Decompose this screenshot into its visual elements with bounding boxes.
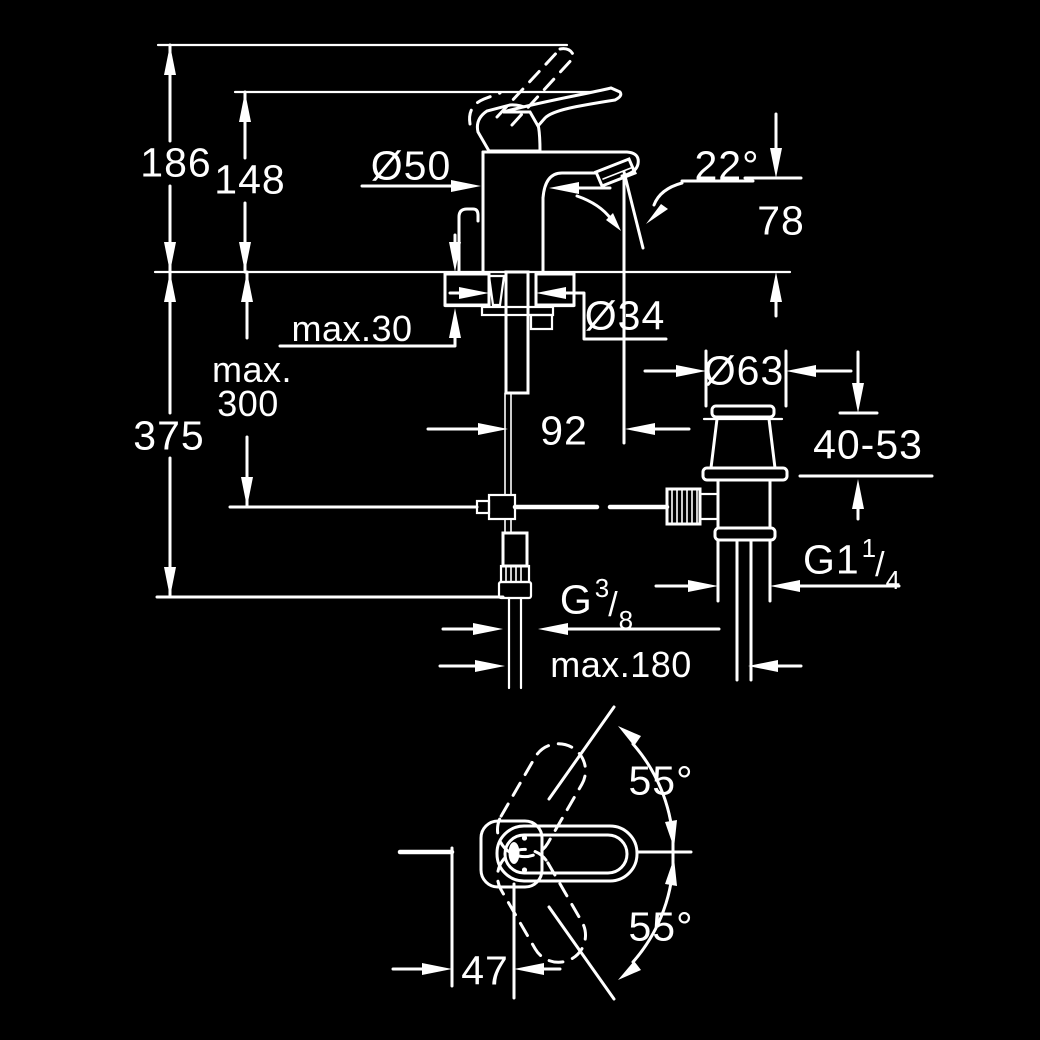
lever-swung-down-dashed [496, 847, 587, 964]
counter-hatch-right [534, 272, 576, 307]
dim-label-outlet-height: 78 [757, 197, 805, 244]
dim-label-body-diameter: Ø50 [370, 142, 452, 189]
dim-label-spout-reach: 92 [540, 407, 588, 454]
waste-thread-sub: 4 [885, 564, 902, 595]
dim-label-total-height: 186 [140, 139, 212, 186]
dim-label-swing-lower: 55° [628, 903, 694, 950]
faucet-body [481, 150, 640, 274]
pull-rod [457, 207, 480, 274]
dim-label-supply-thread: G3/8 [559, 575, 634, 633]
dim-label-depth-word: max. [211, 349, 293, 390]
dim-label-spout-angle: 22° [694, 142, 760, 189]
waste-thread-base: G1 [802, 536, 860, 583]
dim-label-max-projection: max.180 [550, 644, 692, 685]
supply-pipe [507, 596, 523, 690]
mounting-assembly [475, 270, 555, 690]
lever-handle [475, 86, 623, 153]
dim-label-waste-adjust-range: 40-53 [813, 421, 923, 468]
dim-label-depth-value: 300 [217, 383, 279, 424]
dimension-lines [155, 43, 934, 672]
top-view [391, 705, 693, 1001]
dim-label-waste-flange-diameter: Ø63 [703, 347, 785, 394]
counter-hatch-left [443, 272, 491, 307]
top-view-dimensions [391, 705, 693, 1001]
lever-handle-raised-dashed [468, 47, 576, 127]
dim-label-waste-thread: G11/4 [802, 535, 901, 593]
dim-label-lever-offset: 47 [461, 947, 509, 994]
supply-thread-slash: / [608, 585, 619, 624]
dim-label-swing-upper: 55° [628, 757, 694, 804]
waste-thread-slash: / [875, 545, 886, 584]
supply-thread-base: G [559, 576, 593, 623]
aerator [594, 157, 637, 188]
dim-label-deck-thickness: max.30 [291, 308, 413, 349]
dim-label-hole-diameter: Ø34 [584, 292, 666, 339]
waste-thread-sup: 1 [861, 533, 878, 564]
dim-label-lever-height: 148 [214, 156, 286, 203]
supply-thread-sup: 3 [594, 573, 611, 604]
lever-outline-inner [503, 833, 629, 875]
dim-label-hose-length: 375 [133, 412, 205, 459]
waste-tailpipe [735, 538, 753, 682]
supply-thread-sub: 8 [618, 604, 635, 635]
side-view [153, 43, 934, 690]
waste-assembly [665, 404, 789, 682]
